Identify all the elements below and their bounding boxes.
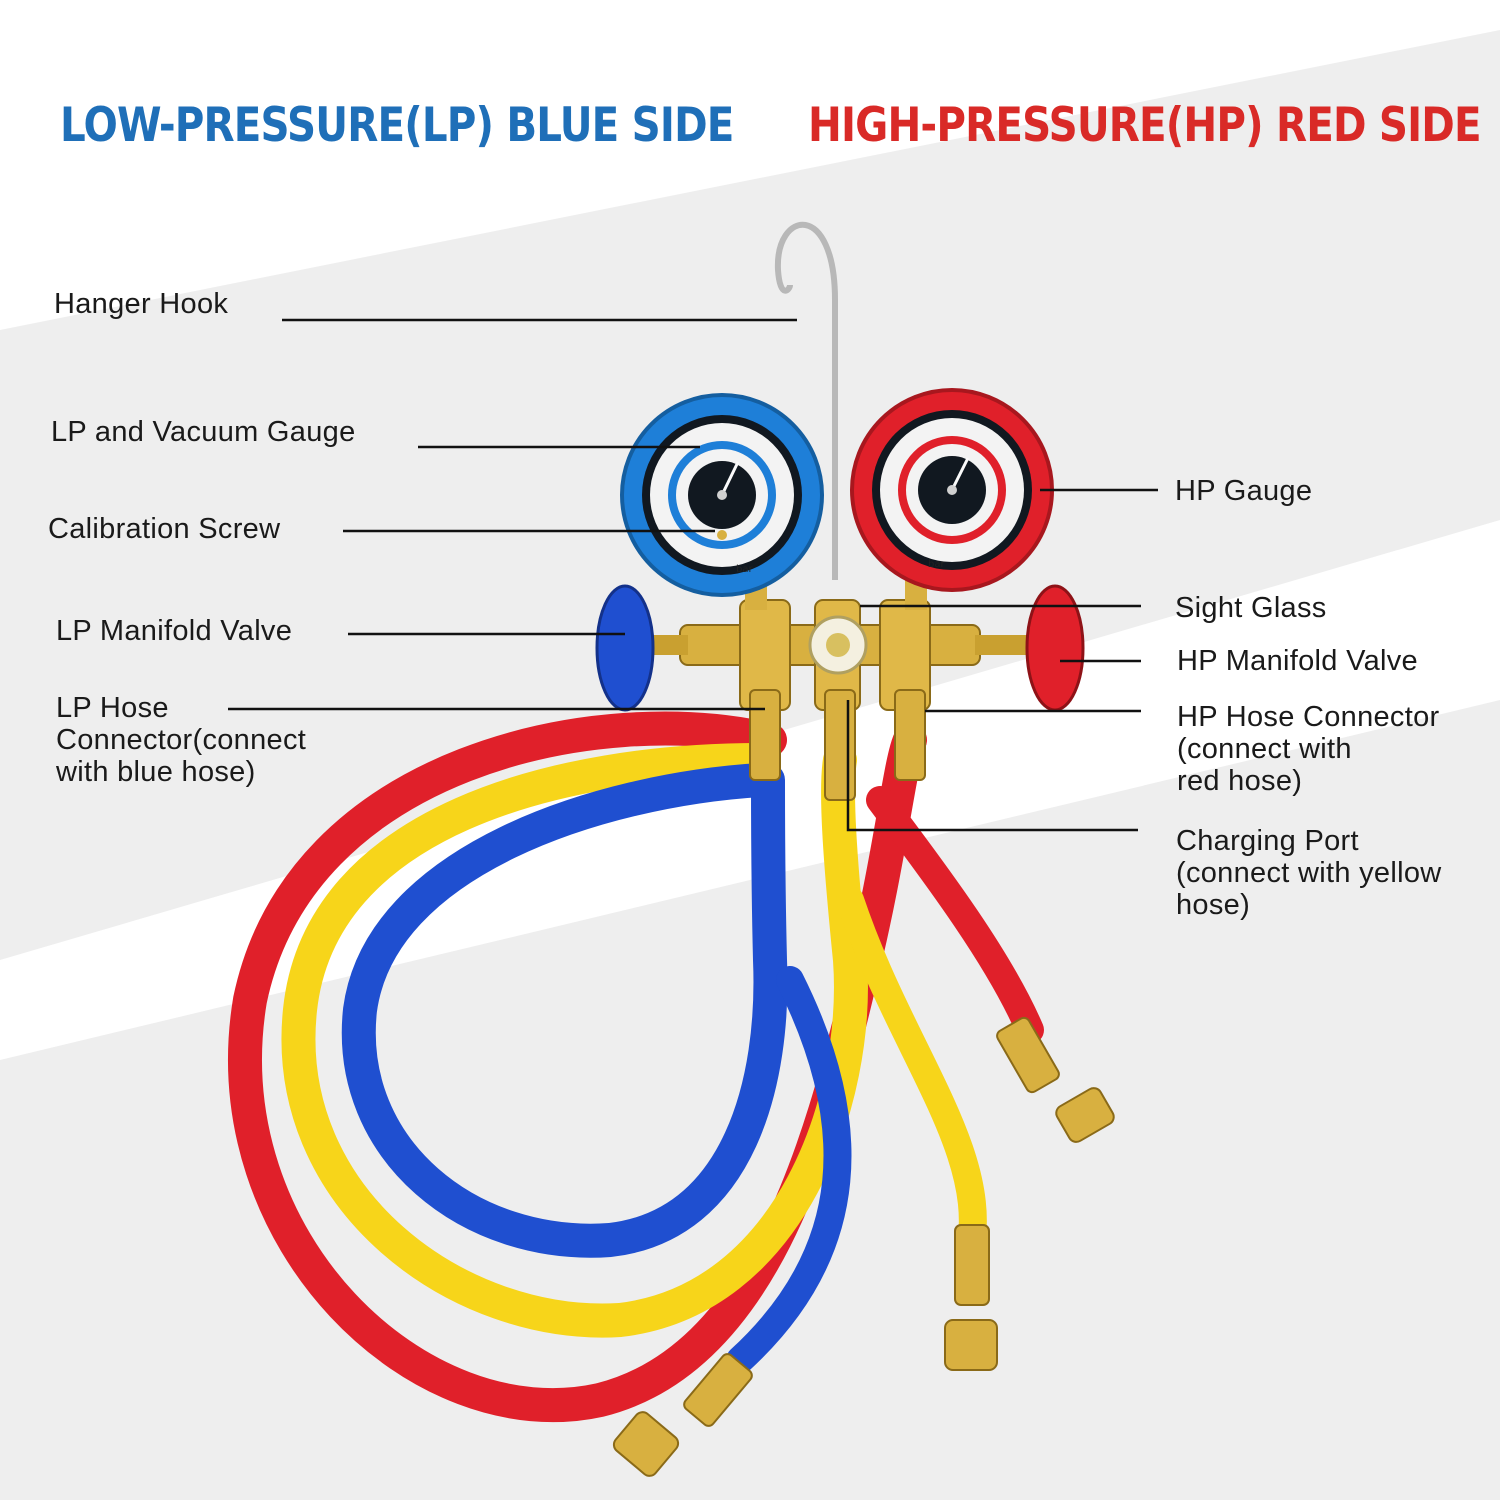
leader-charging-port — [846, 700, 1138, 832]
low-pressure-heading: LOW-PRESSURE(LP) BLUE SIDE — [60, 98, 734, 153]
label-sight-glass: Sight Glass — [1175, 592, 1327, 624]
label-hanger-hook: Hanger Hook — [54, 288, 229, 320]
label-charging-port: Charging Port (connect with yellow hose) — [1176, 825, 1442, 921]
blue-hose — [341, 763, 788, 1258]
label-hp-hose-connector: HP Hose Connector (connect with red hose… — [1177, 701, 1440, 797]
hp-valve-stem — [975, 635, 1035, 655]
label-hp-manifold-valve: HP Manifold Valve — [1177, 645, 1418, 677]
yellow-end-nut — [944, 1319, 998, 1371]
label-hp-gauge: HP Gauge — [1175, 475, 1313, 507]
blue-hose-tail — [726, 966, 852, 1374]
leader-lines — [228, 318, 1158, 832]
blue-end-nut — [612, 1411, 680, 1477]
lp-and-vacuum-gauge: bar — [620, 393, 824, 610]
label-calibration-screw: Calibration Screw — [48, 513, 281, 545]
red-end-fitting — [996, 1016, 1060, 1094]
charging-connector — [824, 689, 856, 801]
hp-gauge: bar — [850, 388, 1054, 610]
calibration-screw — [717, 530, 727, 540]
yellow-hose — [281, 743, 868, 1338]
hp-gauge-unit: bar — [928, 559, 945, 570]
hose-bundle — [228, 711, 1044, 1423]
red-end-nut — [1055, 1087, 1115, 1143]
hanger-hook — [774, 221, 838, 580]
label-lp-hose-connector: LP Hose Connector(connect with blue hose… — [56, 692, 307, 788]
high-pressure-heading: HIGH-PRESSURE(HP) RED SIDE — [808, 98, 1482, 153]
hp-manifold-valve-knob — [1025, 584, 1085, 712]
blue-end-fitting — [683, 1353, 753, 1427]
lp-gauge-unit: bar — [736, 564, 753, 575]
lp-manifold-valve-knob — [595, 584, 655, 712]
hose-end-fittings — [612, 1016, 1115, 1477]
label-lp-manifold-valve: LP Manifold Valve — [56, 615, 293, 647]
yellow-hose-tail — [836, 886, 987, 1264]
yellow-end-fitting — [954, 1224, 990, 1306]
lp-connector — [749, 689, 781, 781]
label-lp-vacuum-gauge: LP and Vacuum Gauge — [51, 416, 356, 448]
hp-connector — [894, 689, 926, 781]
